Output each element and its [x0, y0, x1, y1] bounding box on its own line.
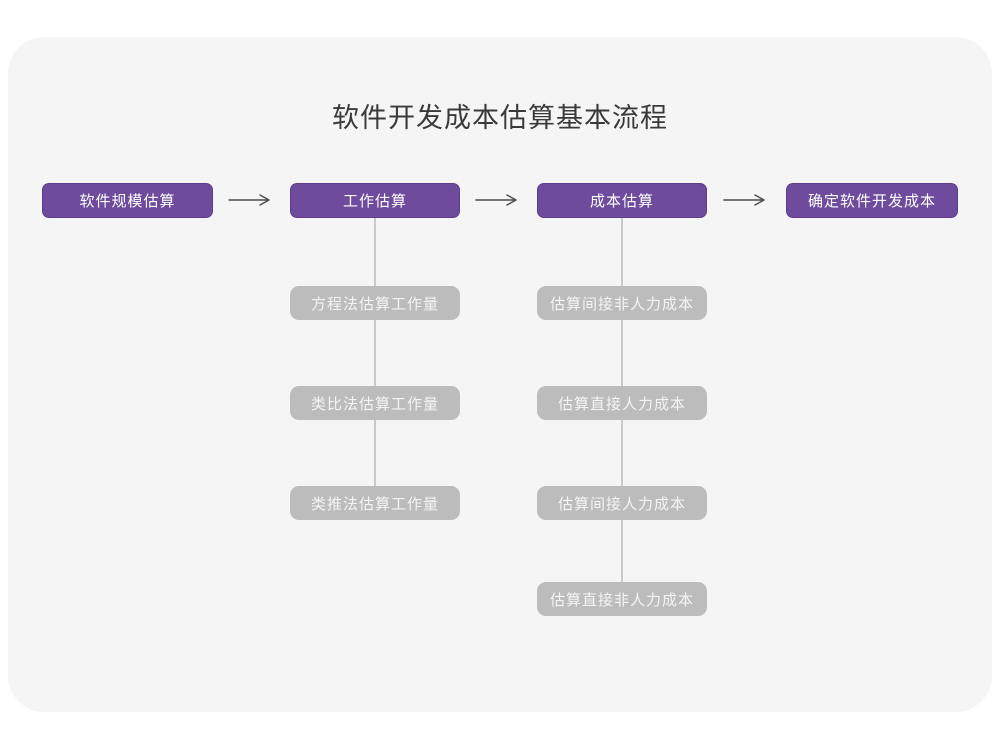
work-method-node-equation: 方程法估算工作量	[290, 286, 460, 320]
flow-step-work-estimation: 工作估算	[290, 183, 460, 218]
diagram-title: 软件开发成本估算基本流程	[332, 103, 668, 133]
work-method-node-analogy: 类比法估算工作量	[290, 386, 460, 420]
cost-step-node-direct-labor: 估算直接人力成本	[537, 386, 707, 420]
arrow-right-icon	[723, 194, 765, 206]
cost-step-node-indirect-labor: 估算间接人力成本	[537, 486, 707, 520]
cost-step-node-indirect-nonlabor: 估算间接非人力成本	[537, 286, 707, 320]
arrow-right-icon	[228, 194, 270, 206]
work-estimation-connector-line	[374, 217, 376, 503]
work-method-node-extrapolation: 类推法估算工作量	[290, 486, 460, 520]
flow-step-determine-development-cost: 确定软件开发成本	[786, 183, 958, 218]
flow-step-cost-estimation: 成本估算	[537, 183, 707, 218]
diagram-card	[8, 37, 992, 712]
cost-step-node-direct-nonlabor: 估算直接非人力成本	[537, 582, 707, 616]
flow-step-software-scale-estimation: 软件规模估算	[42, 183, 213, 218]
arrow-right-icon	[475, 194, 517, 206]
